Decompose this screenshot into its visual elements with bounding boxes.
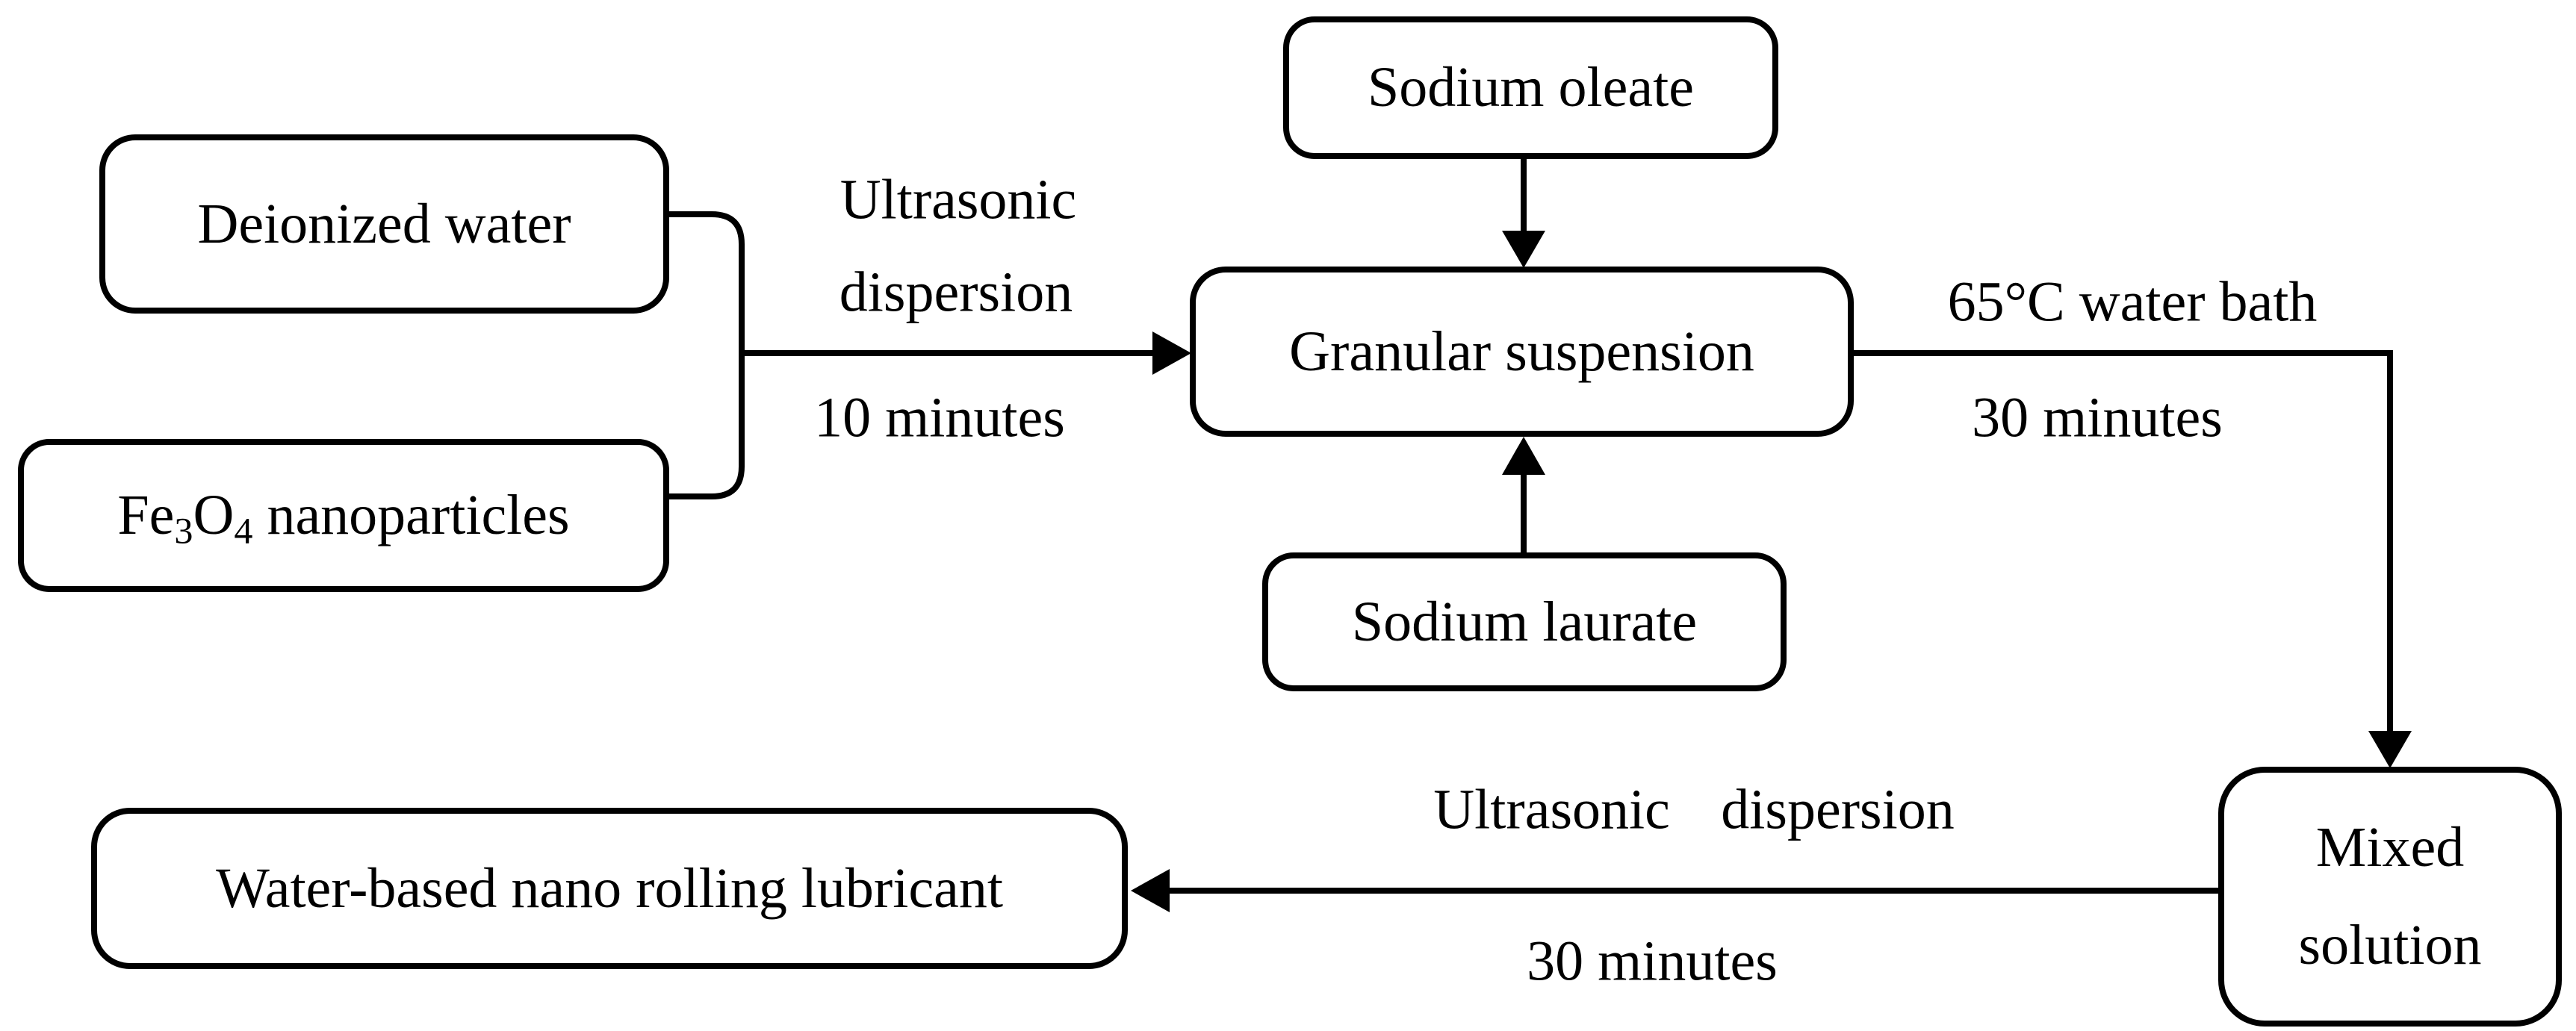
node-fe3o4-nanoparticles-label: Fe3O4 nanoparticles xyxy=(117,484,570,552)
node-deionized-water-label: Deionized water xyxy=(197,192,571,255)
edge-label-ultrasonic-dispersion-1-line1: Ultrasonic xyxy=(839,168,1077,231)
node-lubricant: Water-based nano rolling lubricant xyxy=(91,808,1128,969)
edge-label-10-minutes: 10 minutes xyxy=(814,386,1065,449)
node-sodium-laurate-label: Sodium laurate xyxy=(1351,590,1698,653)
node-granular-suspension: Granular suspension xyxy=(1190,267,1854,437)
node-granular-suspension-label: Granular suspension xyxy=(1289,320,1754,383)
node-fe3o4-nanoparticles: Fe3O4 nanoparticles xyxy=(18,439,669,592)
edge-label-ultrasonic-dispersion-2: Ultrasonic dispersion xyxy=(1433,778,1955,841)
node-sodium-oleate: Sodium oleate xyxy=(1283,16,1778,159)
arrowhead-down-2-icon xyxy=(2368,731,2412,768)
edge-label-ultrasonic-dispersion-1-line2: dispersion xyxy=(839,261,1073,324)
arrowhead-down-icon xyxy=(1502,231,1545,268)
edge-label-final-30-minutes: 30 minutes xyxy=(1527,929,1778,993)
edge-label-water-bath-30-minutes: 30 minutes xyxy=(1972,386,2223,449)
arrowhead-right-icon xyxy=(1152,331,1191,375)
edge-label-water-bath: 65°C water bath xyxy=(1947,270,2318,334)
arrow-granular-to-mixed-line xyxy=(1851,350,2393,735)
arrowhead-up-icon xyxy=(1502,437,1545,475)
node-deionized-water: Deionized water xyxy=(99,134,669,314)
arrowhead-left-icon xyxy=(1131,869,1170,912)
node-lubricant-label: Water-based nano rolling lubricant xyxy=(216,856,1003,920)
node-sodium-laurate: Sodium laurate xyxy=(1262,552,1787,691)
merge-bracket-line xyxy=(659,211,745,499)
node-sodium-oleate-label: Sodium oleate xyxy=(1368,56,1694,119)
